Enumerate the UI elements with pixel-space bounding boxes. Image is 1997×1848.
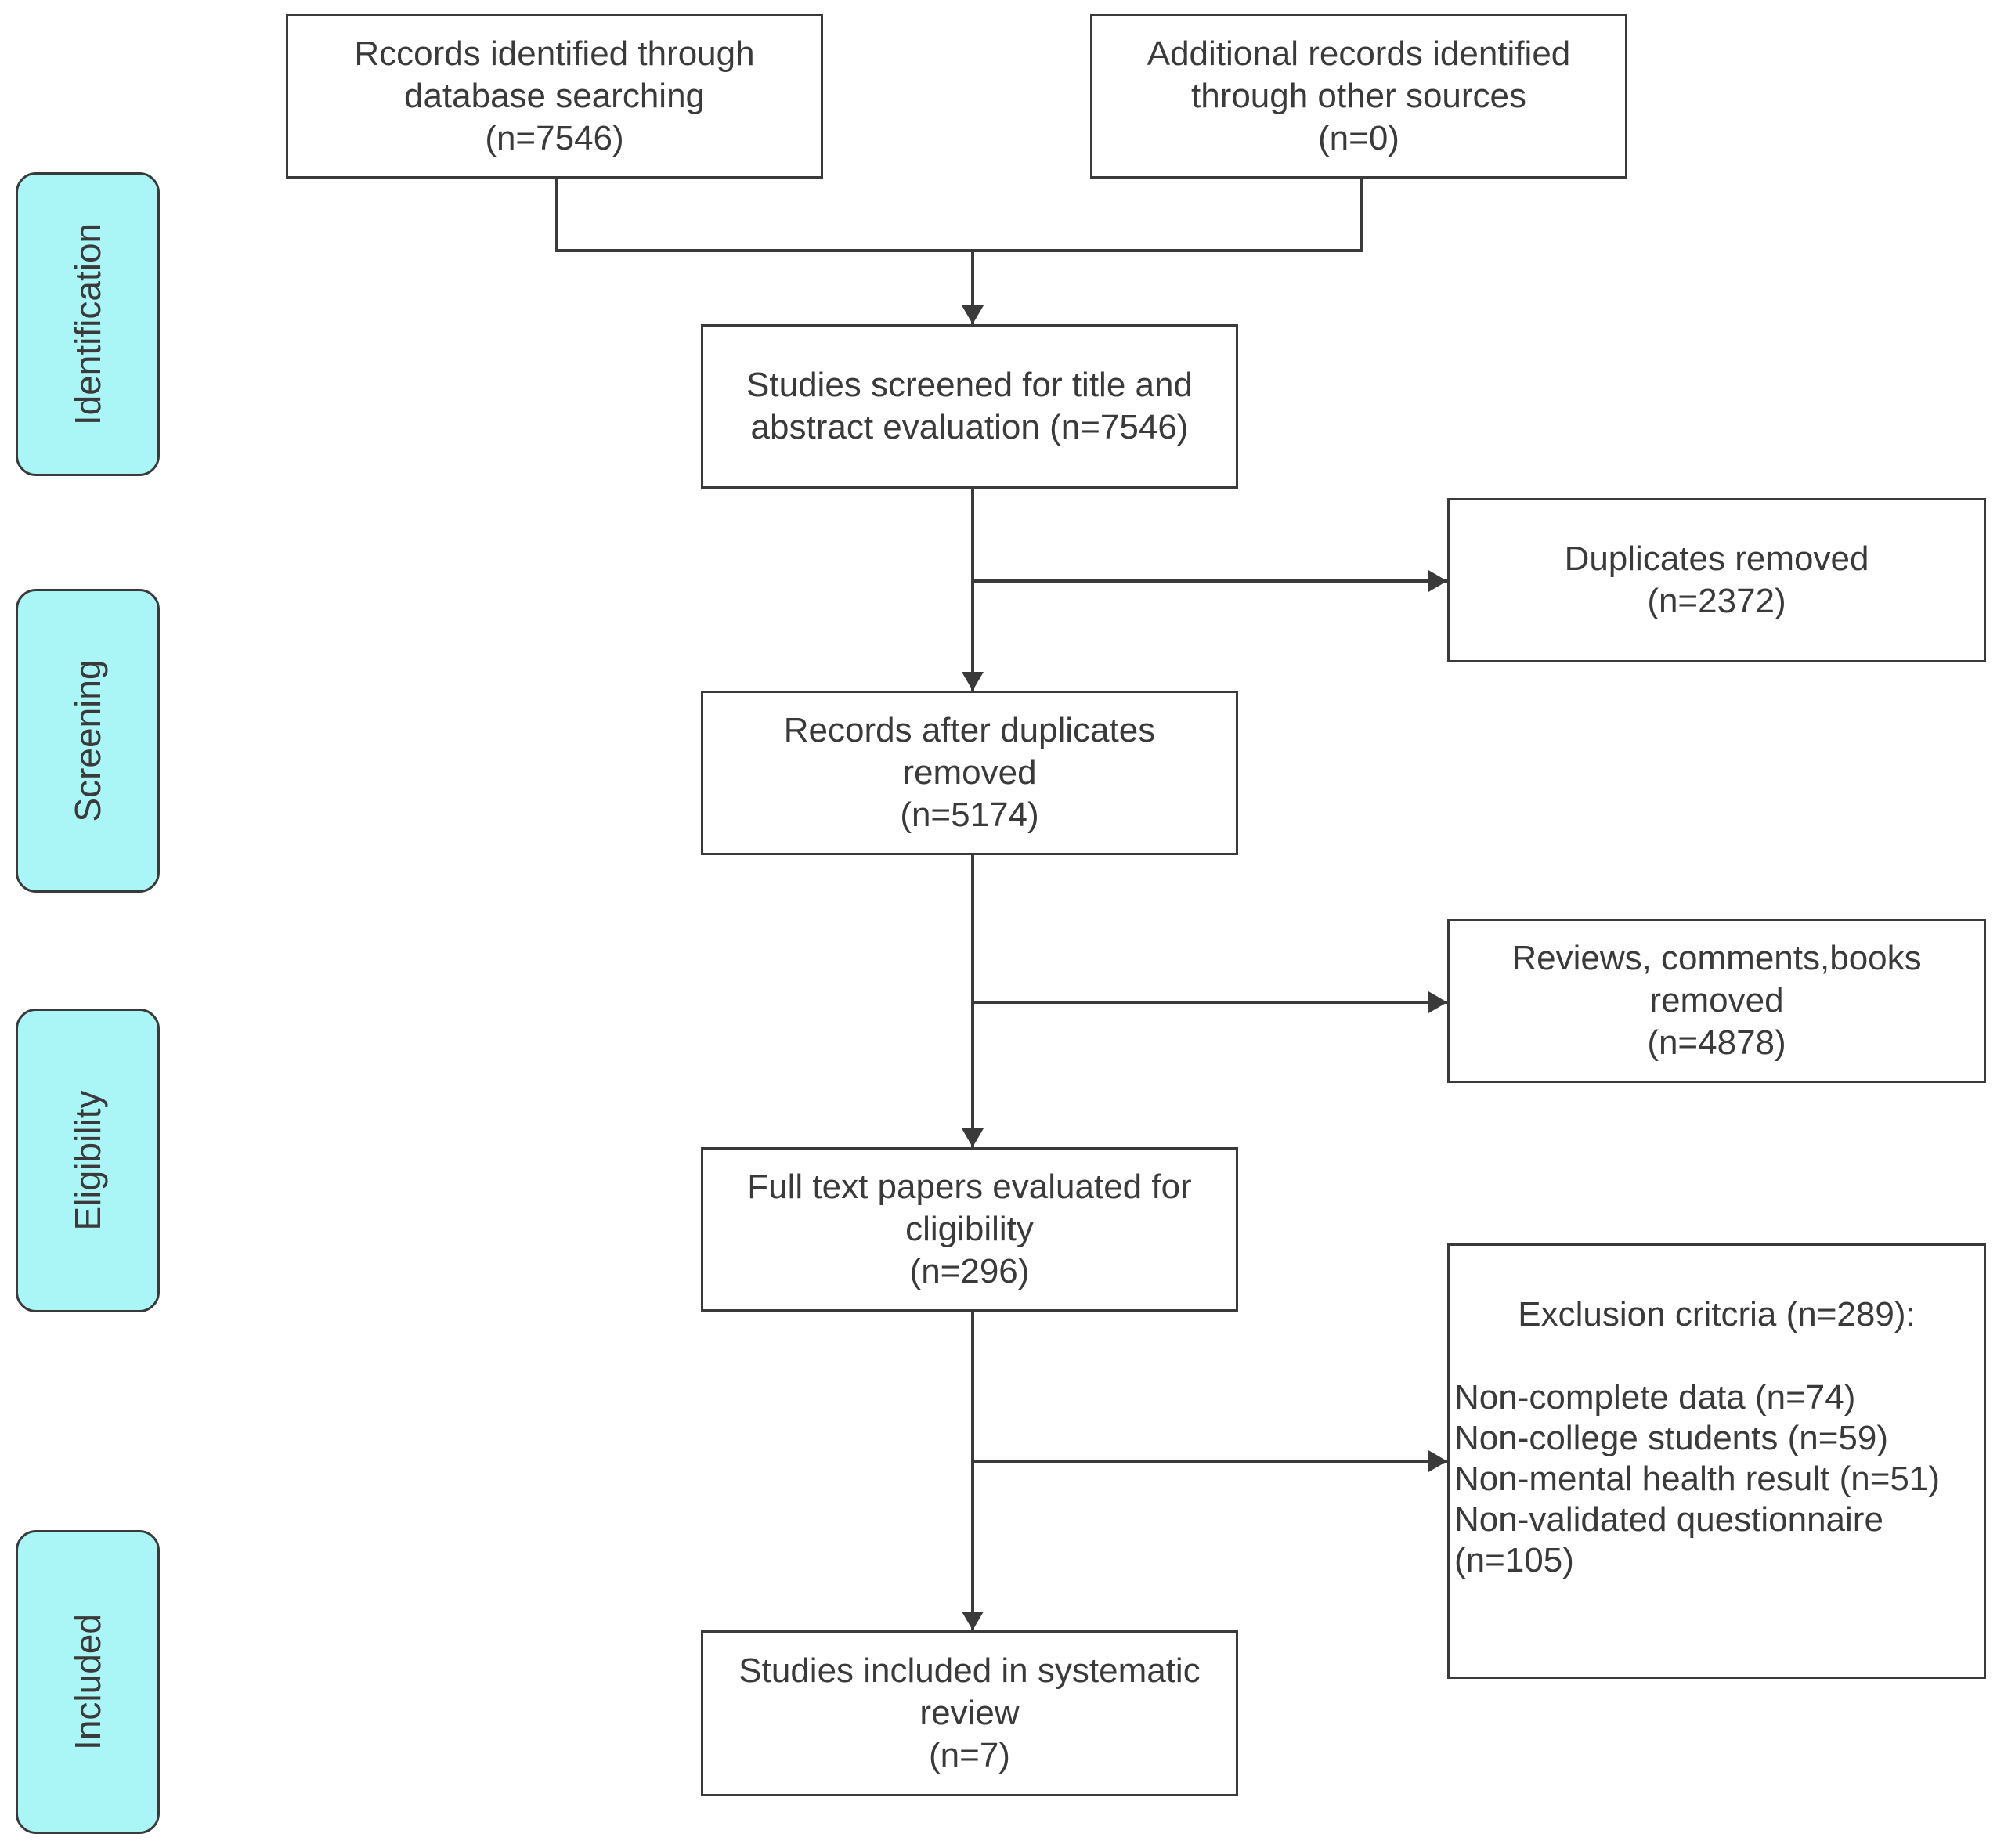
box-full-text: Full text papers evaluated for cligibili…	[701, 1147, 1238, 1312]
box-duplicates-removed: Duplicates removed (n=2372)	[1447, 498, 1986, 662]
stage-screening: Screening	[16, 589, 160, 893]
box-after-duplicates: Records after duplicates removed (n=5174…	[701, 691, 1238, 855]
stage-label: Screening	[67, 659, 108, 822]
exclusion-heading: Exclusion critcria (n=289):	[1518, 1295, 1916, 1334]
exclusion-list: Non-complete data (n=74) Non-college stu…	[1454, 1377, 1940, 1581]
box-screened: Studies screened for title and abstract …	[701, 324, 1238, 489]
exclusion-item: Non-mental health result (n=51)	[1454, 1460, 1940, 1498]
exclusion-item: Non-college students (n=59)	[1454, 1419, 1888, 1457]
stage-label: Identification	[67, 222, 108, 426]
exclusion-item: Non-validated questionnaire	[1454, 1500, 1883, 1539]
exclusion-item: (n=105)	[1454, 1541, 1574, 1579]
stage-identification: Identification	[16, 172, 160, 476]
stage-label: Eligibility	[67, 1090, 108, 1231]
box-database-records: Rccords identified through database sear…	[286, 14, 823, 179]
box-other-sources: Additional records identified through ot…	[1090, 14, 1627, 179]
merge-connector	[555, 179, 1363, 252]
exclusion-item: Non-complete data (n=74)	[1454, 1378, 1856, 1417]
stage-included: Included	[16, 1530, 160, 1834]
stage-eligibility: Eligibility	[16, 1009, 160, 1312]
box-included: Studies included in systematic review (n…	[701, 1630, 1238, 1796]
stage-label: Included	[67, 1614, 108, 1750]
box-reviews-removed: Reviews, comments,books removed (n=4878)	[1447, 919, 1986, 1083]
box-exclusion-criteria: Exclusion critcria (n=289): Non-complete…	[1447, 1243, 1986, 1679]
